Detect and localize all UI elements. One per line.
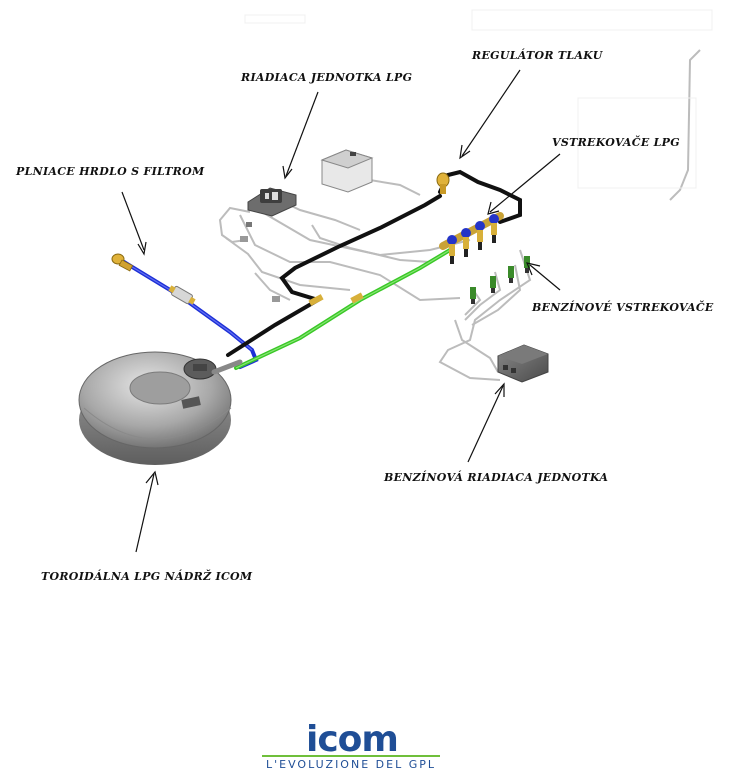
arrow-lpg-ecu bbox=[282, 91, 319, 180]
lpg-injector bbox=[475, 221, 485, 250]
background-ghosts bbox=[244, 9, 713, 189]
pressure-regulator bbox=[436, 172, 450, 194]
petrol-injector bbox=[490, 276, 496, 293]
label-lpg-injectors: VSTREKOVAČE LPG bbox=[552, 136, 680, 149]
label-tank: TOROIDÁLNA LPG NÁDRŽ ICOM bbox=[41, 570, 253, 583]
sensor-connectors bbox=[240, 222, 280, 302]
logo-brand: icom bbox=[306, 719, 399, 760]
label-petrol-injectors: BENZÍNOVÉ VSTREKOVAČE bbox=[532, 301, 714, 314]
petrol-injector bbox=[470, 287, 476, 304]
petrol-injectors bbox=[470, 256, 530, 304]
lpg-injector bbox=[447, 235, 457, 264]
label-lpg-ecu: RIADIACA JEDNOTKA LPG bbox=[241, 71, 413, 84]
lpg-injector-rail bbox=[439, 212, 504, 264]
lpg-injector bbox=[461, 228, 471, 257]
lpg-supply-line bbox=[234, 248, 452, 370]
wiring-harness bbox=[218, 49, 701, 381]
regulator-line bbox=[226, 169, 522, 357]
lpg-injector bbox=[489, 214, 499, 243]
tank-multivalve bbox=[183, 358, 243, 380]
callout-arrows bbox=[121, 69, 561, 553]
arrow-pressure-regulator bbox=[459, 69, 521, 160]
arrow-petrol-injectors bbox=[525, 262, 561, 291]
arrow-tank bbox=[135, 470, 159, 553]
fuel-filler-neck bbox=[111, 253, 134, 272]
arrow-fuel-filler bbox=[121, 191, 147, 256]
petrol-ecu bbox=[497, 344, 549, 383]
inline-filter bbox=[168, 285, 196, 305]
petrol-injector bbox=[508, 266, 514, 283]
line-fitting bbox=[308, 294, 324, 306]
lpg-ecu bbox=[247, 187, 297, 217]
battery bbox=[320, 149, 374, 193]
label-fuel-filler: PLNIACE HRDLO S FILTROM bbox=[16, 165, 205, 178]
logo-tagline: L'EVOLUZIONE DEL GPL bbox=[266, 758, 436, 771]
petrol-injector bbox=[524, 256, 530, 273]
label-pressure-regulator: REGULÁTOR TLAKU bbox=[472, 49, 603, 62]
logo-underline bbox=[262, 755, 440, 757]
label-petrol-ecu: BENZÍNOVÁ RIADIACA JEDNOTKA bbox=[384, 471, 609, 484]
arrow-lpg-injectors bbox=[487, 153, 561, 215]
arrow-petrol-ecu bbox=[467, 382, 505, 463]
